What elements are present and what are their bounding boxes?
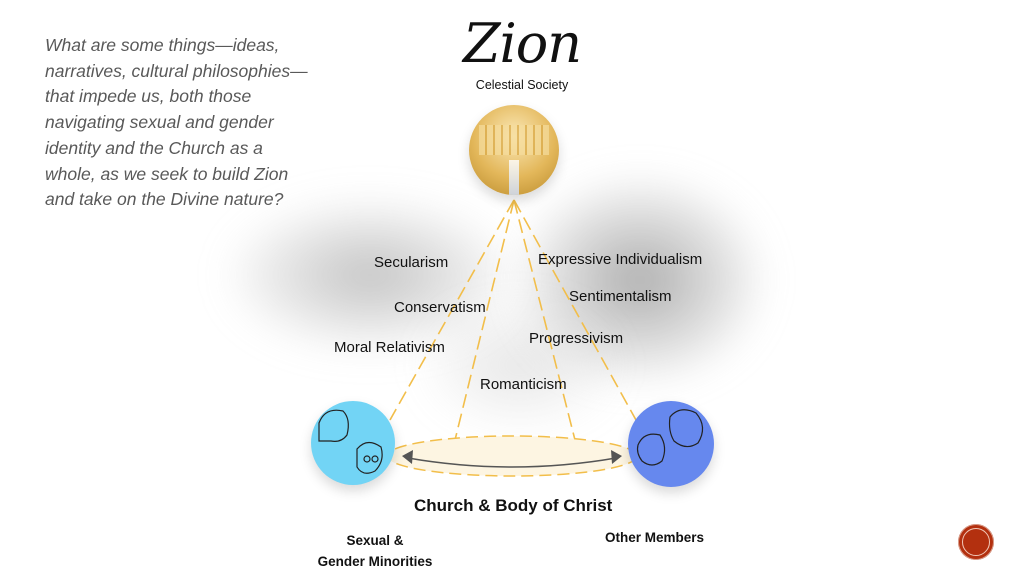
faces-icon (636, 409, 704, 466)
smoke-cloud (420, 300, 620, 430)
label-romanticism: Romanticism (480, 376, 567, 393)
sexual-gender-minorities-circle (311, 401, 395, 485)
question-text: What are some things—ideas, narratives, … (45, 35, 308, 210)
group-label-line: Sexual & (346, 533, 404, 548)
zion-city-image (469, 105, 559, 195)
label-sentimentalism: Sentimentalism (569, 288, 672, 305)
other-members-circle (628, 401, 714, 487)
slide-nav-button[interactable] (958, 524, 994, 560)
sexual-gender-minorities-label: Sexual & Gender Minorities (310, 530, 440, 572)
smoke-cloud (520, 180, 760, 380)
church-label: Church & Body of Christ (414, 496, 613, 515)
label-secularism: Secularism (374, 254, 449, 271)
logo-subtitle: Celestial Society (475, 78, 569, 92)
church-ellipse (386, 435, 638, 477)
zion-logo: Zion Celestial Society (444, 12, 600, 93)
bidirectional-arrow (407, 457, 617, 468)
group-label-line: Gender Minorities (317, 554, 433, 569)
label-conservatism: Conservatism (394, 299, 486, 316)
smoke-cloud (230, 200, 510, 350)
label-moral-relativism: Moral Relativism (334, 339, 445, 356)
logo-title: Zion (462, 12, 582, 75)
label-expressive-individualism: Expressive Individualism (538, 251, 703, 268)
faces-icon (318, 409, 383, 474)
label-progressivism: Progressivism (529, 330, 624, 347)
other-members-label: Other Members (605, 530, 705, 545)
